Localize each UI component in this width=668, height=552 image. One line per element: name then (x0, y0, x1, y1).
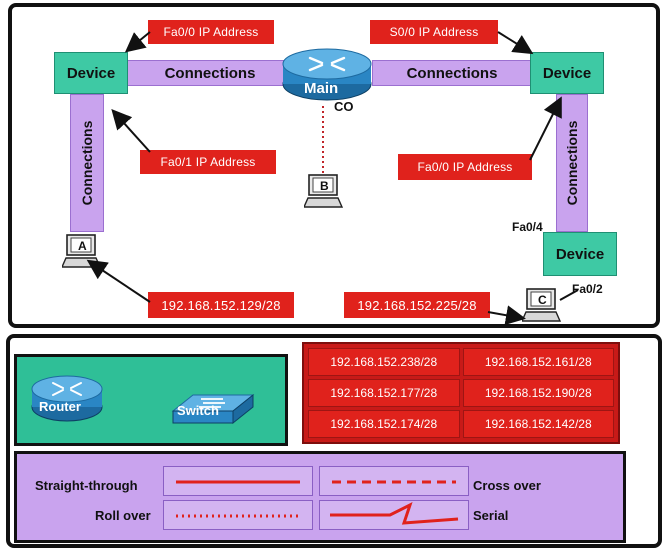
roll-over-label: Roll over (95, 508, 151, 523)
serial-label: Serial (473, 508, 509, 523)
cable-legend: Straight-through Cross over Roll over Se… (14, 451, 626, 543)
ip-option[interactable]: 192.168.152.174/28 (308, 410, 460, 438)
roll-over-cable[interactable] (163, 500, 313, 530)
router-sub: CO (334, 99, 354, 114)
ip-option[interactable]: 192.168.152.238/28 (308, 348, 460, 376)
computer-icon-c[interactable] (522, 288, 562, 322)
ip-option[interactable]: 192.168.152.177/28 (308, 379, 460, 407)
cross-over-line (332, 480, 456, 484)
connection-right-vertical[interactable]: Connections (556, 94, 588, 232)
fa00-top-ip-label[interactable]: Fa0/0 IP Address (148, 20, 274, 44)
device-top-right-label: Device (542, 64, 592, 82)
interface-fa04-label: Fa0/4 (512, 220, 543, 234)
interface-fa02-label: Fa0/2 (572, 282, 603, 296)
computer-icon-b[interactable] (304, 174, 344, 208)
host-a-label: A (78, 239, 87, 253)
switch-icon[interactable] (171, 373, 255, 425)
ip-option[interactable]: 192.168.152.190/28 (462, 379, 614, 407)
ip-a-label[interactable]: 192.168.152.129/28 (148, 292, 294, 318)
host-b-label: B (320, 179, 329, 193)
device-bottom-right[interactable]: Device (543, 232, 617, 276)
device-top-left[interactable]: Device (54, 52, 128, 94)
cross-over-label: Cross over (473, 478, 541, 493)
arrow-ip-a (86, 259, 151, 303)
serial-cable[interactable] (319, 500, 469, 530)
arrow-fa00-top (124, 31, 151, 53)
router-legend-label: Router (39, 399, 81, 414)
roll-over-line (176, 514, 300, 518)
ip-c-label[interactable]: 192.168.152.225/28 (344, 292, 490, 318)
serial-line (330, 502, 459, 525)
arrow-ip-c (487, 305, 526, 326)
fa01-ip-label[interactable]: Fa0/1 IP Address (140, 150, 276, 174)
ip-option[interactable]: 192.168.152.142/28 (462, 410, 614, 438)
device-legend: Router Switch (14, 354, 288, 446)
arrow-fa01 (111, 109, 151, 153)
arrows-layer (86, 31, 579, 326)
ip-option[interactable]: 192.168.152.161/28 (462, 348, 614, 376)
connection-left-vertical[interactable]: Connections (70, 94, 104, 232)
host-c-label: C (538, 293, 547, 307)
router-name: Main (304, 80, 339, 97)
device-top-left-label: Device (66, 64, 116, 82)
fa00-right-ip-label[interactable]: Fa0/0 IP Address (398, 154, 532, 180)
arrow-fa00-right (529, 96, 562, 161)
connection-left[interactable]: Connections (126, 60, 294, 86)
straight-through-line (176, 480, 300, 484)
ip-address-options: 192.168.152.238/28 192.168.152.161/28 19… (302, 342, 620, 444)
arrow-fa02 (559, 289, 579, 301)
connection-left-label: Connections (164, 64, 256, 82)
connection-right-label: Connections (406, 64, 498, 82)
arrow-s00 (497, 31, 534, 55)
straight-through-cable[interactable] (163, 466, 313, 496)
router-icon-main[interactable] (280, 44, 374, 104)
device-bottom-right-label: Device (555, 245, 605, 263)
switch-legend-label: Switch (177, 403, 219, 418)
cross-over-cable[interactable] (319, 466, 469, 496)
router-icon[interactable] (29, 371, 105, 427)
straight-through-label: Straight-through (35, 478, 138, 493)
s00-ip-label[interactable]: S0/0 IP Address (370, 20, 498, 44)
rollover-link-b (322, 106, 324, 174)
device-top-right[interactable]: Device (530, 52, 604, 94)
